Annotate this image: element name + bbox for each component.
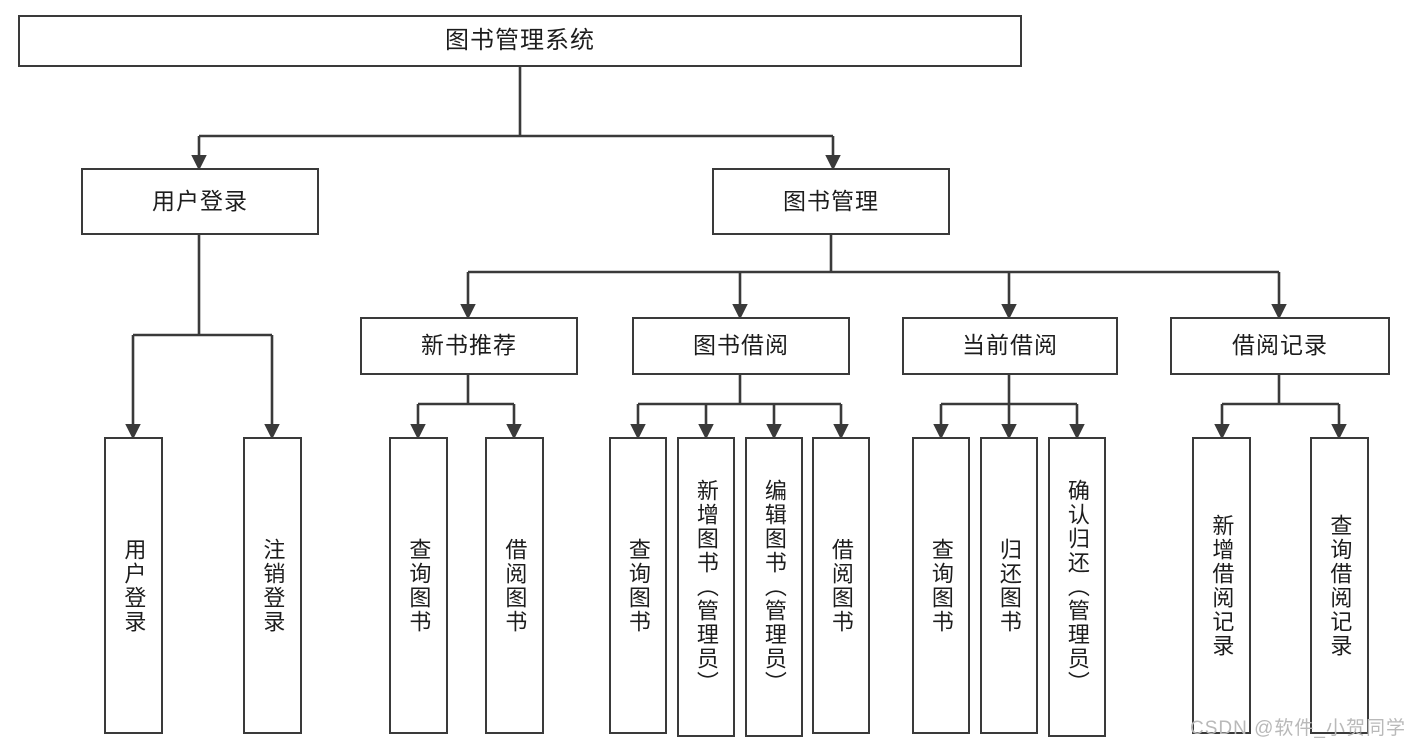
node-label: 图书借阅: [693, 332, 789, 359]
node-label: 注销登录: [260, 537, 286, 634]
leaf-current-confirm-return-admin[interactable]: 确认归还（管理员）: [1048, 437, 1106, 737]
node-label: 新书推荐: [421, 332, 517, 359]
node-label: 当前借阅: [962, 332, 1058, 359]
node-label: 查询图书: [625, 537, 651, 634]
node-label: 图书管理系统: [445, 26, 595, 54]
leaf-current-return-book[interactable]: 归还图书: [980, 437, 1038, 734]
leaf-current-query-book[interactable]: 查询图书: [912, 437, 970, 734]
node-label: 查询图书: [928, 537, 954, 634]
leaf-user-login[interactable]: 用户登录: [104, 437, 163, 734]
node-label: 借阅图书: [828, 537, 854, 634]
node-user-login[interactable]: 用户登录: [81, 168, 319, 235]
node-book-borrowing[interactable]: 图书借阅: [632, 317, 850, 375]
node-borrowing-record[interactable]: 借阅记录: [1170, 317, 1390, 375]
leaf-borrow-edit-book-admin[interactable]: 编辑图书（管理员）: [745, 437, 803, 737]
leaf-recommend-query-book[interactable]: 查询图书: [389, 437, 448, 734]
node-label: 用户登录: [121, 537, 147, 634]
node-label: 编辑图书（管理员）: [761, 479, 787, 695]
node-label: 确认归还（管理员）: [1064, 479, 1090, 695]
leaf-recommend-borrow-book[interactable]: 借阅图书: [485, 437, 544, 734]
node-label: 借阅图书: [502, 537, 528, 634]
node-label: 归还图书: [996, 537, 1022, 634]
node-label: 查询借阅记录: [1327, 513, 1353, 658]
csdn-watermark: CSDN @软件_小贺同学: [1190, 718, 1405, 739]
node-label: 新增借阅记录: [1209, 513, 1235, 658]
leaf-record-query-borrow-record[interactable]: 查询借阅记录: [1310, 437, 1369, 734]
node-label: 新增图书（管理员）: [693, 479, 719, 695]
leaf-borrow-borrow-book[interactable]: 借阅图书: [812, 437, 870, 734]
node-current-borrowing[interactable]: 当前借阅: [902, 317, 1118, 375]
node-label: 查询图书: [406, 537, 432, 634]
leaf-logout[interactable]: 注销登录: [243, 437, 302, 734]
leaf-borrow-add-book-admin[interactable]: 新增图书（管理员）: [677, 437, 735, 737]
node-label: 用户登录: [152, 187, 248, 214]
node-new-book-recommendation[interactable]: 新书推荐: [360, 317, 578, 375]
leaf-borrow-query-book[interactable]: 查询图书: [609, 437, 667, 734]
node-label: 图书管理: [783, 187, 879, 214]
leaf-record-add-borrow-record[interactable]: 新增借阅记录: [1192, 437, 1251, 734]
node-label: 借阅记录: [1232, 332, 1328, 359]
node-book-management[interactable]: 图书管理: [712, 168, 950, 235]
node-root-book-management-system[interactable]: 图书管理系统: [18, 15, 1022, 67]
